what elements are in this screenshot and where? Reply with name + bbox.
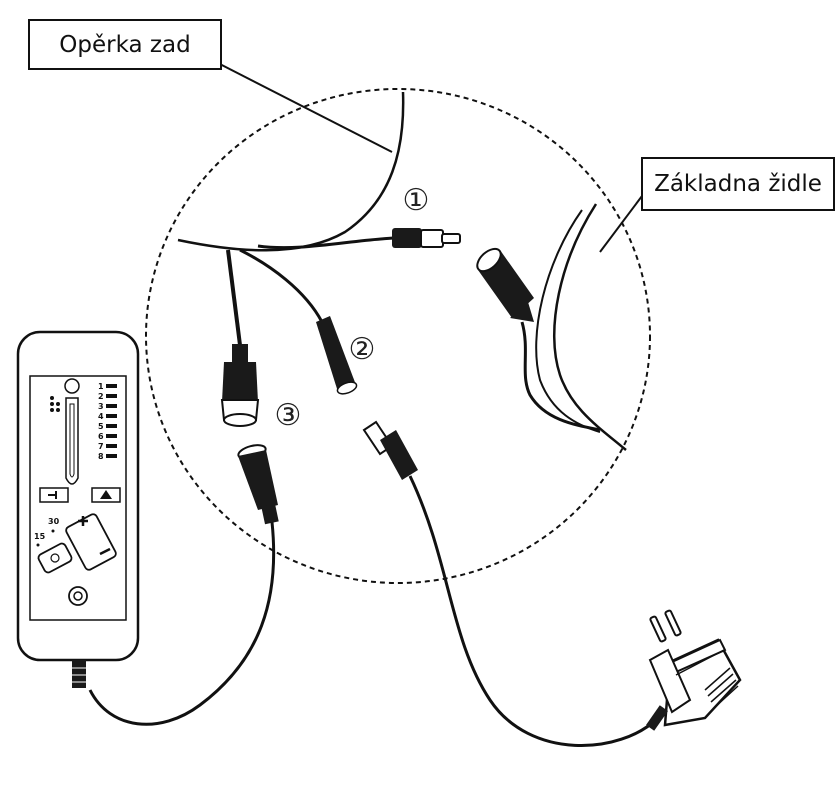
level-label-6: 6 [98, 432, 104, 441]
dc-socket-icon [476, 247, 534, 322]
detail-circle [145, 88, 651, 584]
socket-cable [520, 321, 601, 432]
cable-to-connector-3 [226, 249, 242, 346]
remote-control-icon: 1 2 3 4 5 6 7 8 30 15 [16, 330, 140, 688]
cable-to-connector-2 [239, 248, 324, 323]
chair-base-outline [553, 203, 627, 451]
backrest-outline [177, 91, 405, 252]
chair-base-inner-outline [535, 209, 601, 433]
timer-15-label: 15 [34, 532, 46, 541]
connector-3-plug [237, 444, 279, 525]
power-adapter-icon [646, 609, 742, 731]
connector-1-number: ① [402, 183, 430, 218]
remote-cable [88, 521, 276, 726]
power-button-icon[interactable] [68, 586, 88, 606]
backrest-leader-line [211, 59, 393, 153]
level-indicator: 1 2 3 4 5 6 7 8 [98, 382, 117, 461]
level-label-2: 2 [98, 392, 104, 401]
chair-base-label: Základna židle [641, 157, 835, 211]
massage-icon[interactable] [37, 542, 73, 574]
level-label-8: 8 [98, 452, 104, 461]
level-label-5: 5 [98, 422, 104, 431]
connector-3-socket [220, 344, 260, 427]
connector-3-number: ③ [274, 398, 302, 433]
backrest-label: Opěrka zad [28, 19, 222, 70]
adapter-cable [408, 475, 660, 748]
timer-30-label: 30 [48, 517, 60, 526]
level-label-1: 1 [98, 382, 104, 391]
connector-2-number: ② [348, 332, 376, 367]
adapter-dc-plug [362, 420, 418, 480]
level-label-3: 3 [98, 402, 104, 411]
dc-plug-icon [392, 228, 461, 248]
base-leader-line [599, 195, 643, 253]
level-label-4: 4 [98, 412, 104, 421]
cable-to-connector-1 [257, 236, 396, 250]
level-label-7: 7 [98, 442, 104, 451]
connector-2-socket [316, 316, 358, 395]
